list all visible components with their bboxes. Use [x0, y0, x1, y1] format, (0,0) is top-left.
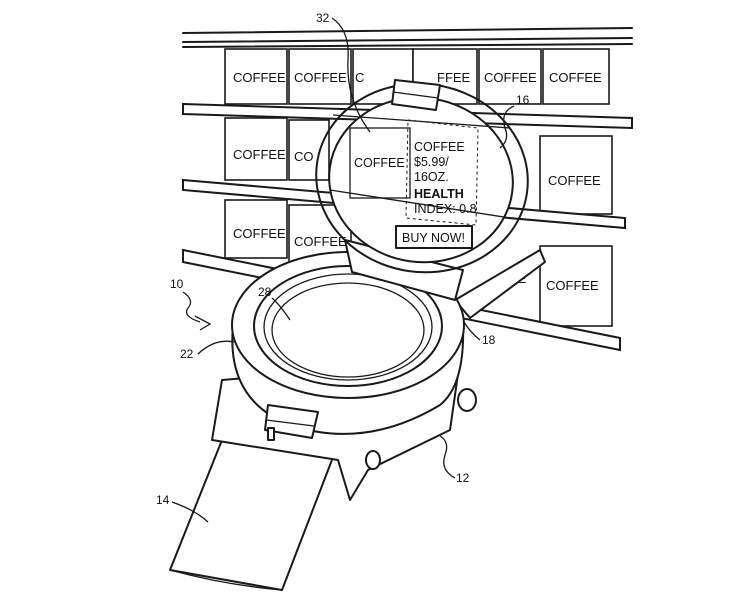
box-label-r1c5: COFFEE [484, 70, 537, 85]
ref-18: 18 [482, 333, 496, 347]
display-price-line1: $5.99/ [414, 155, 449, 169]
box-label-r2c1: COFFEE [233, 147, 286, 162]
ref-28: 28 [258, 285, 272, 299]
shelf-top-edge-1 [183, 28, 632, 33]
watch-face [272, 283, 424, 377]
box-label-r1c6: COFFEE [549, 70, 602, 85]
display-health-line2: INDEX: 0.8 [414, 202, 477, 216]
box-label-r2c6: COFFEE [548, 173, 601, 188]
display-price-line2: 16OZ. [414, 170, 449, 184]
box-label-r1c2: COFFEE [294, 70, 347, 85]
ref-14: 14 [156, 493, 170, 507]
box-label-r3c6: COFFEE [546, 278, 599, 293]
ref-16: 16 [516, 93, 530, 107]
ref-12: 12 [456, 471, 470, 485]
box-label-r2c2: CO [294, 149, 314, 164]
crown-button [458, 389, 476, 411]
strap-upper [455, 250, 545, 318]
display-product-label: COFFEE [354, 156, 405, 170]
box-label-r3c1: COFFEE [233, 226, 286, 241]
leader-22 [198, 341, 234, 354]
box-label-r3c2: COFFEE [294, 234, 347, 249]
box-label-r1c3: C [355, 70, 364, 85]
shelf-top-edge-2 [183, 38, 632, 42]
strap-lower [170, 440, 335, 590]
ref-22: 22 [180, 347, 194, 361]
leader-18 [464, 322, 480, 340]
arrow-10 [195, 316, 210, 330]
clasp-pin [268, 428, 274, 440]
box-label-r1c1: COFFEE [233, 70, 286, 85]
side-button [366, 451, 380, 469]
display-health-line1: HEALTH [414, 187, 464, 201]
watch-body [170, 252, 476, 590]
box-label-r1c4: FFEE [437, 70, 471, 85]
ref-10: 10 [170, 277, 184, 291]
display-product-name: COFFEE [414, 140, 465, 154]
shelf-top-edge-3 [183, 44, 632, 47]
buy-now-button[interactable]: BUY NOW! [402, 231, 465, 245]
leader-12 [440, 436, 455, 478]
ref-32: 32 [316, 11, 330, 25]
